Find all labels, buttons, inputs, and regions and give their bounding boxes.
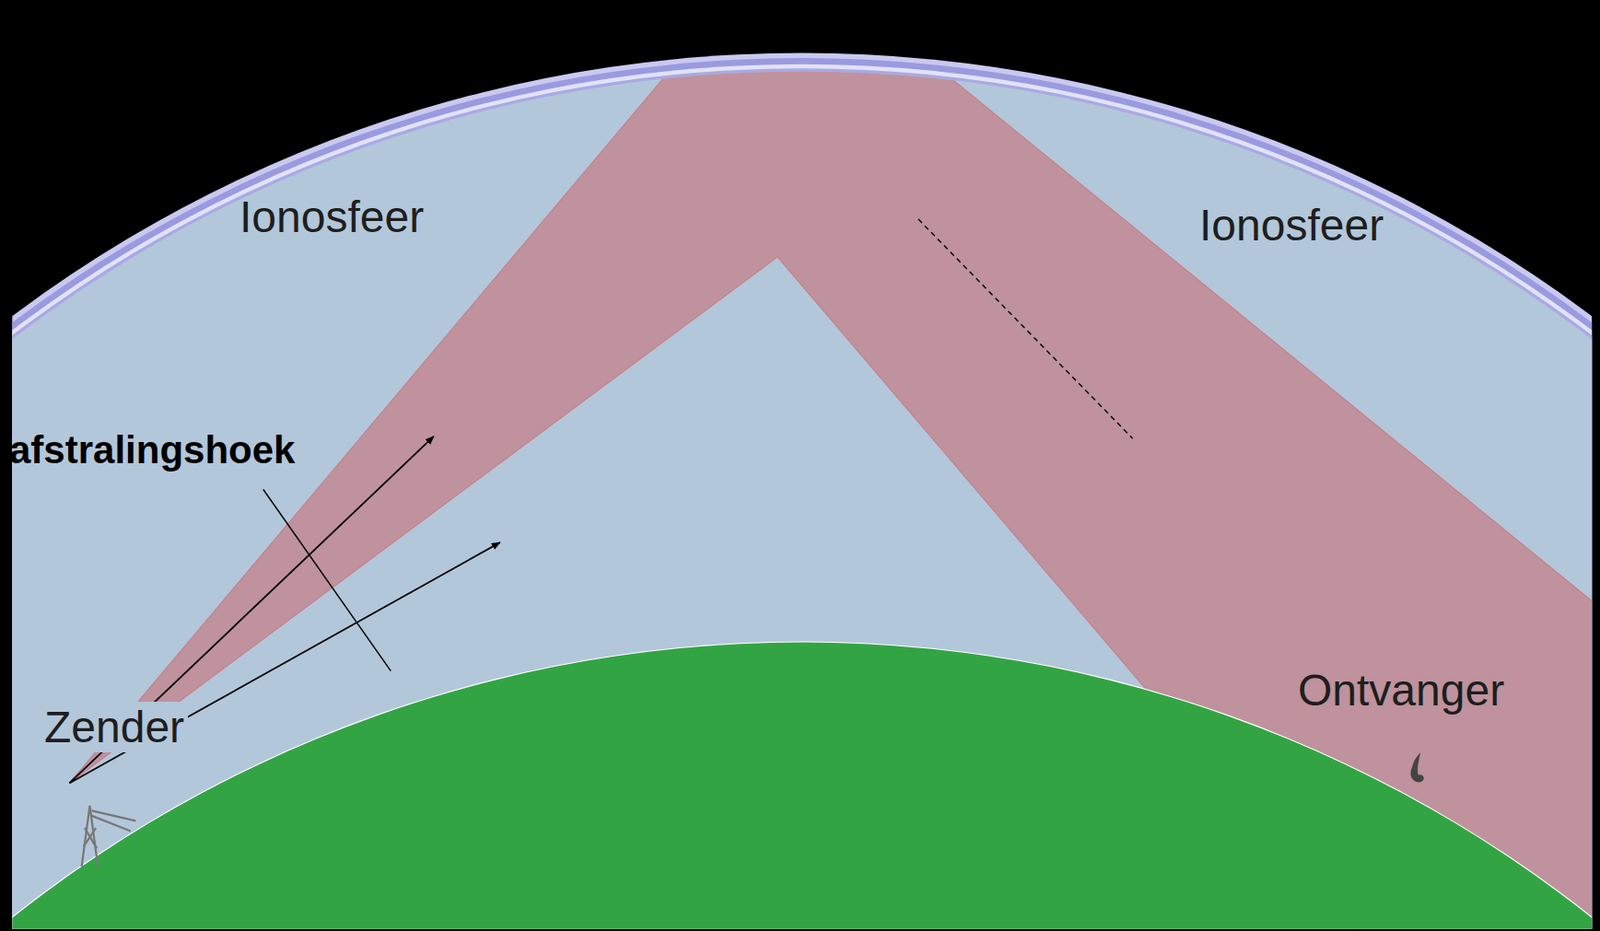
transmitter-tower: [81, 805, 137, 867]
receiver-label: Ontvanger: [1297, 665, 1505, 716]
transmitter-label: Zender: [40, 701, 188, 753]
earth-rim: [11, 642, 1592, 930]
receiver-icon: [1410, 752, 1424, 783]
angle-label: afstralingshoek: [9, 428, 295, 473]
region-label: Ionosfeer: [1199, 199, 1384, 251]
earth: [11, 642, 1592, 930]
region-label: Ionosfeer: [239, 191, 424, 243]
dashed-line: [918, 219, 1133, 439]
